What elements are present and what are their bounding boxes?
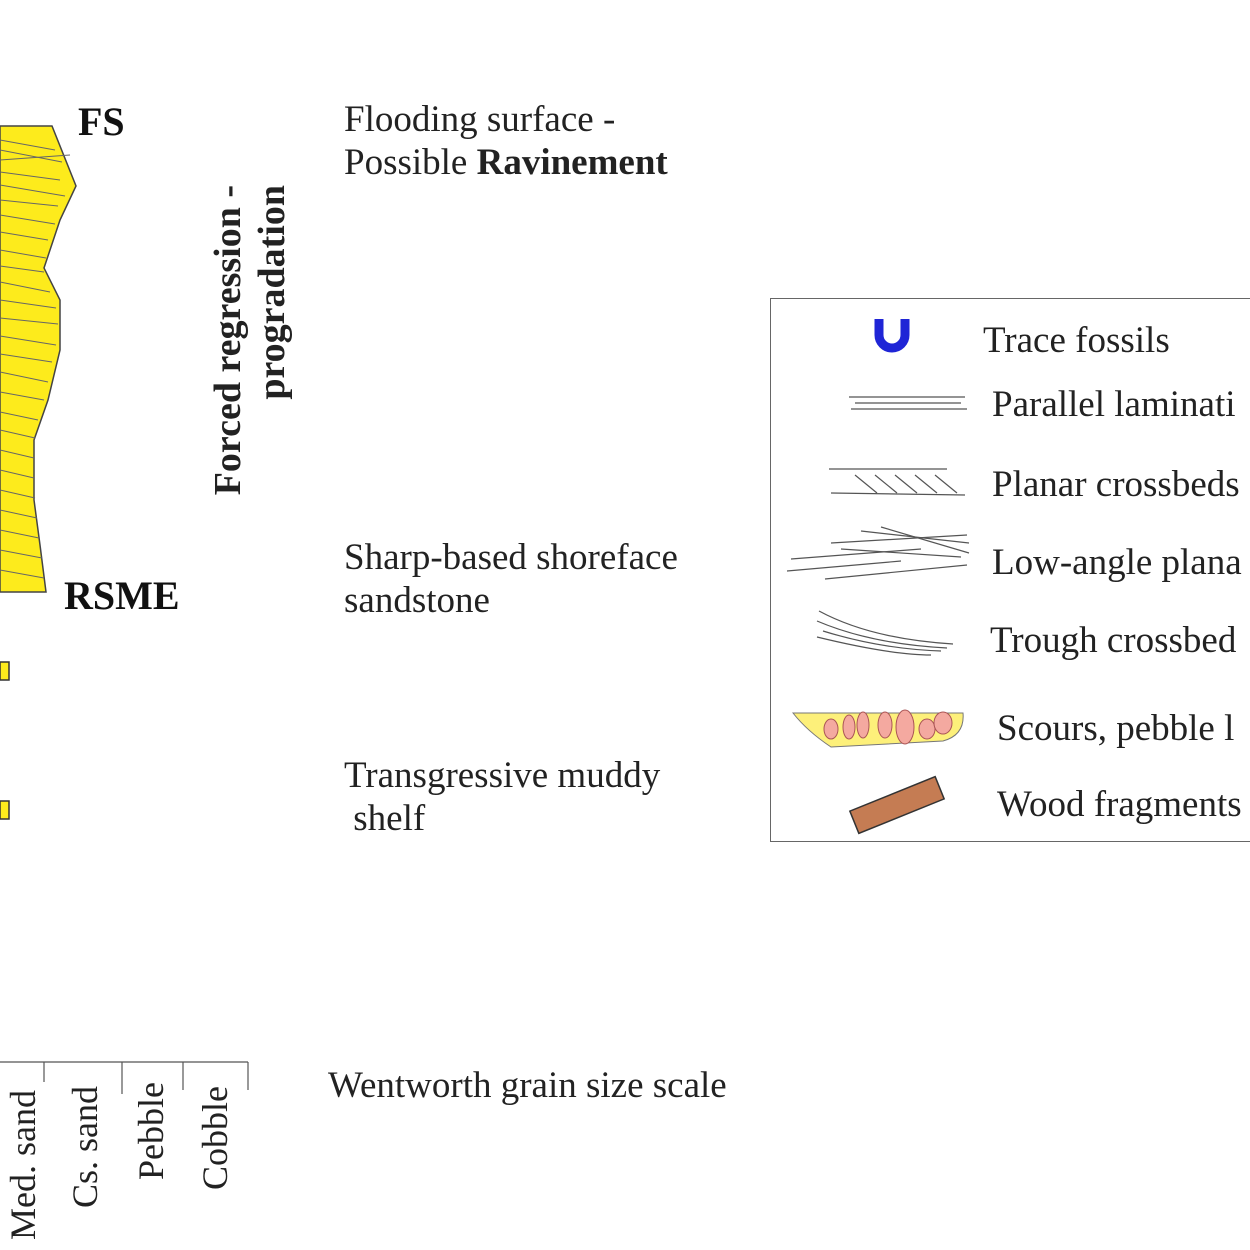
shoreface-line2: sandstone bbox=[344, 580, 490, 621]
shelf-bed-upper bbox=[0, 661, 10, 681]
legend-wood-fragments: Wood fragments bbox=[997, 784, 1242, 825]
forced-regression-line2: progradation bbox=[251, 185, 293, 400]
shelf-description: Transgressive muddy shelf bbox=[344, 754, 660, 840]
legend-box: Trace fossils Parallel laminati Planar c… bbox=[770, 298, 1250, 842]
shelf-line2: shelf bbox=[344, 798, 426, 839]
legend-low-angle-planar: Low-angle plana bbox=[992, 542, 1242, 583]
forced-regression-label: Forced regression - progradation bbox=[206, 185, 294, 545]
grain-label-med-sand: Med. sand bbox=[3, 1090, 43, 1240]
shelf-bed-lower bbox=[0, 800, 10, 820]
shoreface-line1: Sharp-based shoreface bbox=[344, 537, 678, 578]
low-angle-planar-icon bbox=[786, 526, 970, 580]
legend-trace-fossils: Trace fossils bbox=[983, 320, 1170, 361]
grain-scale-title: Wentworth grain size scale bbox=[328, 1065, 727, 1106]
wood-fragment-icon bbox=[848, 775, 946, 835]
grain-scale-axis bbox=[0, 1061, 249, 1094]
legend-parallel-lamination: Parallel laminati bbox=[992, 384, 1236, 425]
ravinement-term: Ravinement bbox=[476, 142, 668, 183]
shelf-line1: Transgressive muddy bbox=[344, 755, 661, 796]
legend-planar-crossbeds: Planar crossbeds bbox=[992, 464, 1240, 505]
lamination-lines bbox=[0, 139, 71, 579]
flooding-line2-plain: Possible bbox=[344, 142, 477, 183]
scour-pebble-icon bbox=[791, 709, 964, 748]
planar-crossbed-icon bbox=[829, 468, 966, 496]
flooding-line2: Possible Ravinement bbox=[344, 141, 668, 184]
parallel-lamination-icon bbox=[849, 396, 967, 410]
grain-label-cs-sand: Cs. sand bbox=[65, 1085, 105, 1208]
flooding-line1: Flooding surface - bbox=[344, 99, 616, 140]
grain-label-cobble: Cobble bbox=[195, 1086, 235, 1190]
trace-fossil-icon bbox=[874, 319, 910, 353]
fs-label: FS bbox=[78, 99, 125, 144]
shoreface-description: Sharp-based shoreface sandstone bbox=[344, 536, 678, 622]
grain-label-pebble: Pebble bbox=[131, 1082, 171, 1180]
flooding-surface-description: Flooding surface - Possible Ravinement bbox=[344, 98, 668, 184]
rsme-label: RSME bbox=[64, 573, 180, 618]
legend-scours-pebble-lag: Scours, pebble l bbox=[997, 708, 1235, 749]
forced-regression-line1: Forced regression - bbox=[207, 185, 249, 496]
trough-crossbed-icon bbox=[816, 610, 954, 656]
legend-icons bbox=[786, 319, 970, 835]
sandstone-body bbox=[0, 125, 77, 593]
legend-trough-crossbeds: Trough crossbed bbox=[990, 620, 1237, 661]
